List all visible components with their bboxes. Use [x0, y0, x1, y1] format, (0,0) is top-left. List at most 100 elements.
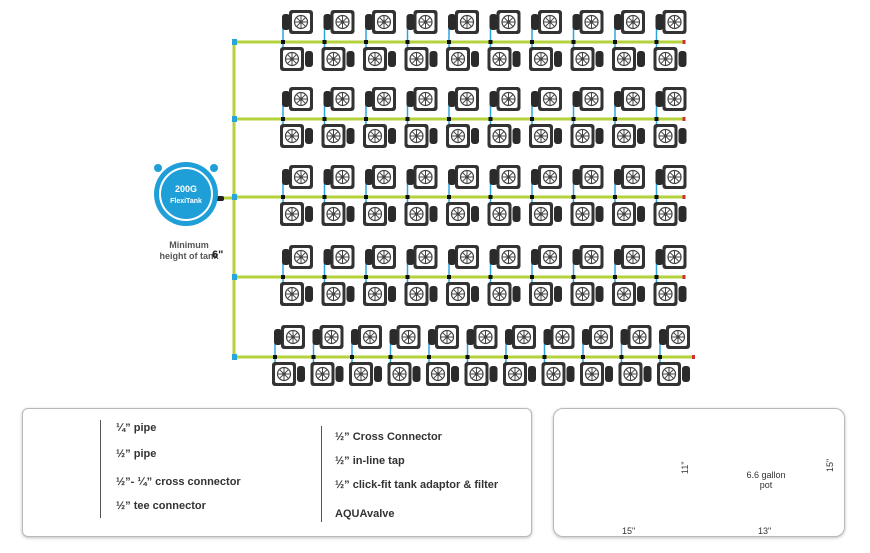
pot-bottom — [362, 281, 388, 307]
aquavalve-bottom — [388, 206, 396, 222]
aquavalve-top — [655, 91, 664, 107]
legend-divider-left — [100, 420, 101, 518]
pot-bottom — [403, 123, 430, 149]
aquavalve-bottom — [678, 286, 687, 302]
cross-connector — [613, 40, 617, 44]
cross-connector — [619, 355, 624, 359]
pot-bottom — [569, 46, 596, 72]
pot-top — [549, 324, 576, 350]
pot-rows — [232, 9, 695, 387]
cross-connector — [447, 40, 451, 44]
pot-bottom — [528, 123, 554, 149]
aquavalve-bottom — [429, 128, 438, 144]
cross-connector — [571, 195, 576, 199]
aquavalve-top — [531, 249, 539, 265]
aquavalve-bottom — [512, 286, 521, 302]
aquavalve-top — [620, 329, 629, 345]
pot-top — [454, 244, 480, 270]
tank-note-line2: height of tank — [159, 251, 219, 261]
pot-top — [288, 244, 314, 270]
tall-pot-width-label: 13" — [758, 526, 772, 536]
aquavalve-top — [572, 249, 581, 265]
pot-bottom — [569, 281, 596, 307]
aquavalve-bottom — [637, 206, 645, 222]
aquavalve-top — [282, 249, 290, 265]
aquavalve-top — [543, 329, 552, 345]
pot-bottom — [652, 201, 679, 227]
cross-connector — [427, 355, 431, 359]
aquavalve-top — [655, 249, 664, 265]
row-end-cap — [692, 355, 695, 359]
row-tee-connector — [232, 116, 237, 122]
aquavalve-bottom — [528, 366, 536, 382]
cross-connector — [405, 117, 410, 121]
pot-top — [495, 86, 522, 112]
pot-top — [329, 244, 356, 270]
pot-top — [395, 324, 422, 350]
legend-divider-right — [321, 426, 322, 522]
pot-top — [371, 164, 397, 190]
aquavalve-top — [489, 91, 498, 107]
aquavalve-top — [466, 329, 475, 345]
aquavalve-top — [448, 14, 456, 30]
pot-top — [371, 9, 397, 35]
pot-bottom — [320, 201, 347, 227]
aquavalve-top — [351, 329, 359, 345]
cross-connector — [281, 195, 285, 199]
pot-bottom — [309, 361, 336, 387]
aquavalve-top — [282, 14, 290, 30]
pot-top — [371, 86, 397, 112]
flexitank: 200G FlexiTank — [154, 162, 218, 226]
pot-bottom — [617, 361, 644, 387]
aquavalve-bottom — [643, 366, 652, 382]
pot-bottom — [320, 46, 347, 72]
pot-top — [329, 164, 356, 190]
pot-bottom — [445, 123, 471, 149]
cross-connector — [405, 275, 410, 279]
pot-top — [511, 324, 537, 350]
tall-pot-label: 6.6 gallon pot — [746, 470, 786, 490]
aquavalve-bottom — [566, 366, 575, 382]
tall-pot-height-label: 15" — [825, 458, 835, 472]
pot-top — [329, 86, 356, 112]
pot-top — [661, 9, 688, 35]
aquavalve-bottom — [346, 206, 355, 222]
aquavalve-top — [531, 14, 539, 30]
cross-connector — [311, 355, 316, 359]
pot-top — [454, 86, 480, 112]
pot-top — [318, 324, 345, 350]
pot-bottom — [463, 361, 490, 387]
pot-bottom — [403, 281, 430, 307]
pot-top — [620, 164, 646, 190]
legend-inline-tap-label: ½” in-line tap — [335, 455, 405, 467]
cross-connector — [488, 195, 493, 199]
aquavalve-top — [428, 329, 436, 345]
aquavalve-bottom — [305, 51, 313, 67]
pot-top — [371, 244, 397, 270]
cross-connector — [530, 195, 534, 199]
pot-top — [495, 164, 522, 190]
aquavalve-top — [448, 169, 456, 185]
aquavalve-bottom — [512, 128, 521, 144]
aquavalve-top — [448, 91, 456, 107]
row-tee-connector — [232, 354, 237, 360]
pot-top — [495, 9, 522, 35]
aquavalve-bottom — [512, 51, 521, 67]
pot-top — [626, 324, 653, 350]
row-end-cap — [682, 117, 686, 121]
row-end-cap — [682, 40, 686, 44]
aquavalve-top — [505, 329, 513, 345]
cross-connector — [350, 355, 354, 359]
aquavalve-top — [448, 249, 456, 265]
aquavalve-bottom — [346, 128, 355, 144]
aquavalve-bottom — [554, 51, 562, 67]
pot-row — [232, 164, 688, 227]
cross-connector — [405, 40, 410, 44]
pot-dimensions-panel — [553, 408, 845, 537]
pot-bottom — [279, 201, 305, 227]
aquavalve-bottom — [451, 366, 459, 382]
cross-connector — [281, 275, 285, 279]
cross-connector — [613, 117, 617, 121]
pot-bottom — [279, 281, 305, 307]
legend-cross-connector-label: ½” Cross Connector — [335, 431, 442, 443]
